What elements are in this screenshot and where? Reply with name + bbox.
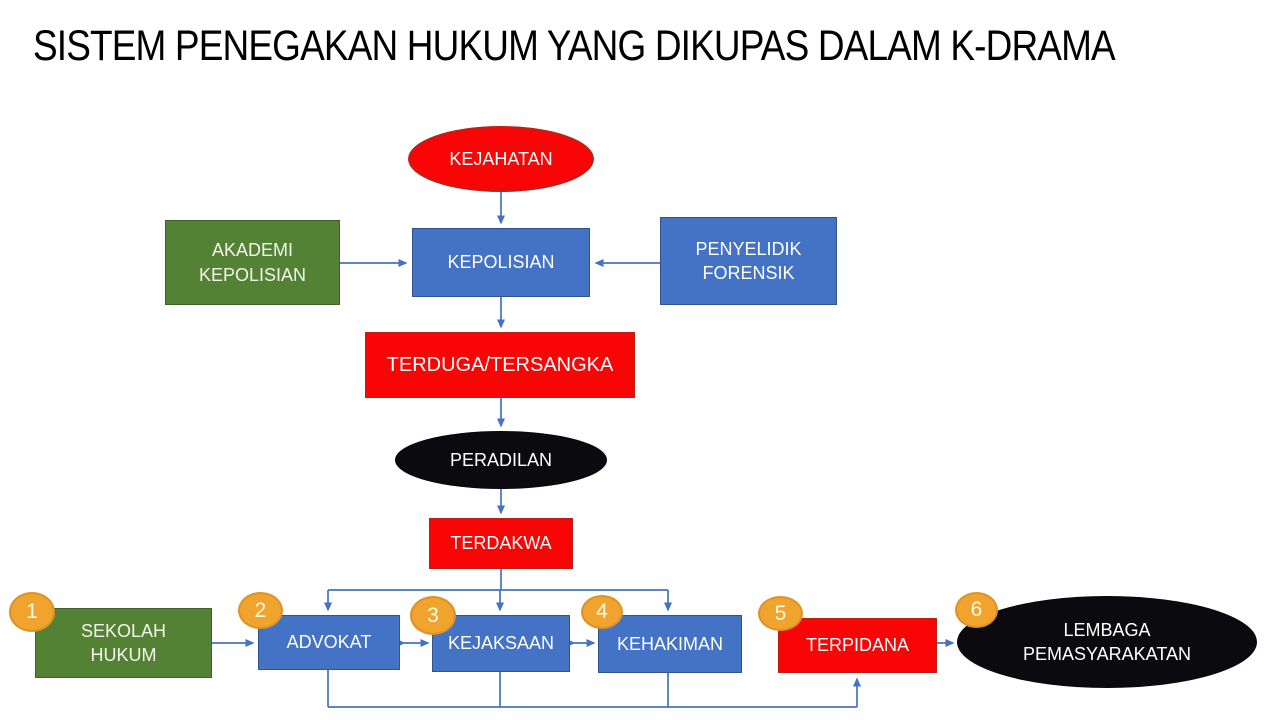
badge-3: 3 [410,596,456,635]
node-akademi-kepolisian-label: AKADEMI KEPOLISIAN [198,240,307,285]
badge-6: 6 [955,592,998,628]
node-terpidana: TERPIDANA [778,618,937,673]
node-terpidana-label: TERPIDANA [805,635,910,656]
node-advokat-label: ADVOKAT [286,632,372,653]
badge-4: 4 [581,595,623,629]
badge-2: 2 [238,592,283,629]
node-sekolah-hukum-label: SEKOLAH HUKUM [80,620,167,665]
node-peradilan-label: PERADILAN [449,449,553,470]
node-terdakwa: TERDAKWA [429,518,573,569]
node-kehakiman-label: KEHAKIMAN [616,633,724,654]
node-penyelidik-forensik: PENYELIDIK FORENSIK [660,217,837,305]
badge-1: 1 [9,592,55,632]
node-terdakwa-label: TERDAKWA [450,533,552,554]
node-akademi-kepolisian: AKADEMI KEPOLISIAN [165,220,340,305]
node-kepolisian-label: KEPOLISIAN [447,252,555,273]
node-peradilan: PERADILAN [395,431,607,489]
node-sekolah-hukum: SEKOLAH HUKUM [35,608,212,678]
node-kejahatan: KEJAHATAN [408,126,594,192]
node-lembaga-pemasyarakatan-label: LEMBAGA PEMASYARAKATAN [1022,619,1192,664]
node-kepolisian: KEPOLISIAN [412,228,590,297]
node-kejahatan-label: KEJAHATAN [449,148,553,169]
node-kejaksaan: KEJAKSAAN [432,615,570,672]
node-kehakiman: KEHAKIMAN [598,615,742,673]
node-advokat: ADVOKAT [258,615,400,670]
node-terduga-tersangka: TERDUGA/TERSANGKA [365,332,635,398]
slide-title: SISTEM PENEGAKAN HUKUM YANG DIKUPAS DALA… [33,22,1116,70]
node-lembaga-pemasyarakatan: LEMBAGA PEMASYARAKATAN [957,596,1257,688]
badge-5: 5 [758,596,803,631]
node-penyelidik-forensik-label: PENYELIDIK FORENSIK [695,238,802,283]
node-terduga-tersangka-label: TERDUGA/TERSANGKA [386,353,614,376]
node-kejaksaan-label: KEJAKSAAN [447,633,555,654]
